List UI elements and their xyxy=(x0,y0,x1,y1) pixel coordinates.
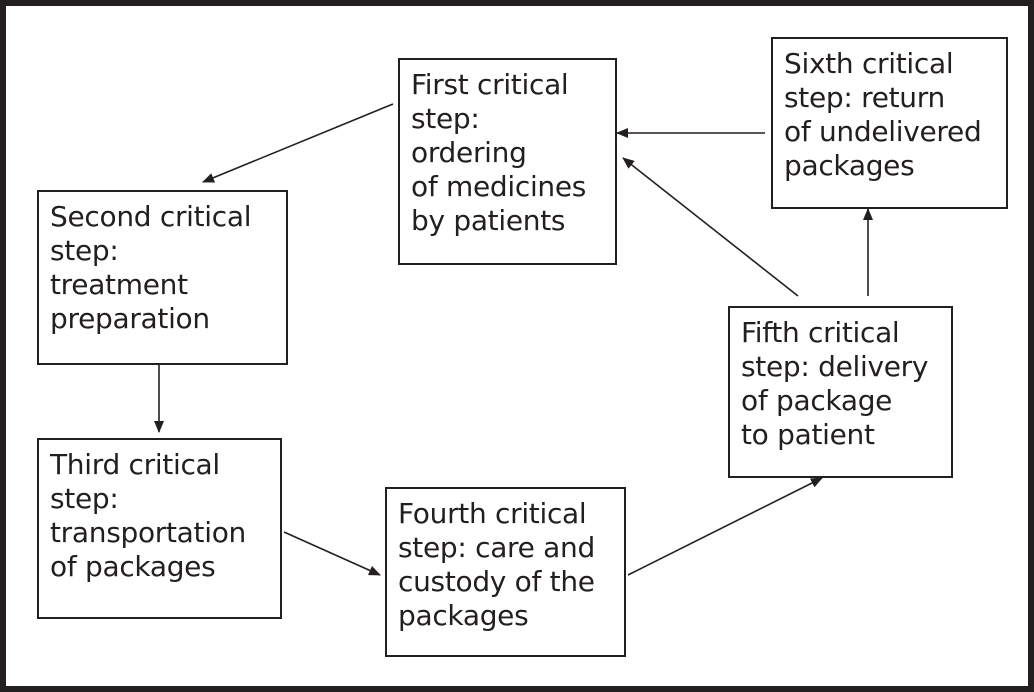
step-box-fifth: Fifth critical step: delivery of package… xyxy=(728,306,953,478)
step-box-first: First critical step: ordering of medicin… xyxy=(398,58,617,265)
step-box-second: Second critical step: treatment preparat… xyxy=(37,190,288,365)
step-box-third: Third critical step: transportation of p… xyxy=(37,438,282,619)
arrow-third-to-fourth xyxy=(283,531,381,576)
arrow-fifth-to-first xyxy=(622,157,799,297)
connector-layer xyxy=(154,103,873,576)
arrow-fourth-to-fifth xyxy=(627,477,823,576)
step-box-sixth: Sixth critical step: return of undeliver… xyxy=(771,37,1008,209)
step-box-fourth: Fourth critical step: care and custody o… xyxy=(385,487,626,657)
arrow-first-to-second xyxy=(202,103,394,183)
